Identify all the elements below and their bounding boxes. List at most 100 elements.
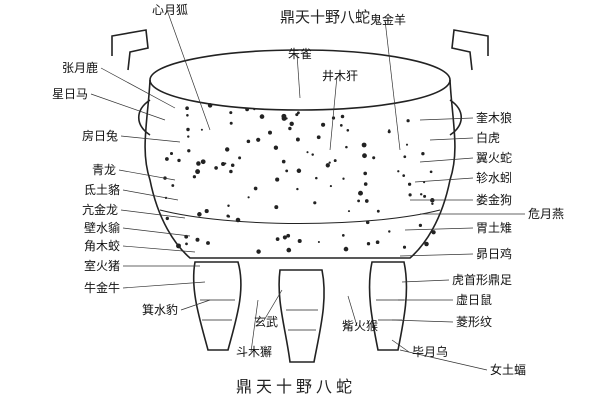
star-dot xyxy=(225,147,230,152)
star-dot xyxy=(282,235,287,240)
left-label-6: 壁水貐 xyxy=(84,220,120,235)
star-dot xyxy=(311,153,314,156)
right-label-2-leader xyxy=(419,157,474,163)
left-label-4-leader xyxy=(122,189,179,201)
left-label-1: 星日马 xyxy=(52,87,88,101)
center-label-1-leader xyxy=(329,75,338,151)
star-dot xyxy=(341,234,345,237)
star-dot xyxy=(238,156,242,160)
center-label-1: 井木犴 xyxy=(322,69,358,83)
right-handle xyxy=(451,29,489,71)
star-dot xyxy=(274,205,279,210)
bottom-label-3: 觜火猴 xyxy=(342,319,378,333)
star-dot xyxy=(289,121,294,126)
star-dot xyxy=(288,126,292,131)
star-dot xyxy=(347,210,351,213)
bottom-label-5: 女土蝠 xyxy=(490,362,526,377)
star-dot xyxy=(431,202,434,206)
left-label-5-leader xyxy=(120,209,186,219)
star-dot xyxy=(200,128,203,131)
star-dot xyxy=(331,116,336,120)
star-dot xyxy=(313,201,317,205)
star-dot xyxy=(363,171,368,176)
star-dot xyxy=(339,124,343,127)
star-dot xyxy=(296,168,302,174)
star-dot xyxy=(186,127,190,132)
star-dot xyxy=(431,230,436,235)
bottom-label-1: 玄武 xyxy=(254,314,278,329)
star-dots xyxy=(163,103,436,254)
star-dot xyxy=(421,152,425,156)
star-dot xyxy=(325,163,330,168)
right-label-9: 虚日鼠 xyxy=(456,293,492,307)
star-dot xyxy=(247,196,250,199)
star-dot xyxy=(375,240,380,245)
bottom-label-5-leader xyxy=(399,349,488,371)
right-label-4: 娄金狗 xyxy=(476,192,512,207)
bottom-label-2: 斗木獬 xyxy=(236,344,272,359)
star-dot xyxy=(176,243,181,249)
star-dot xyxy=(259,114,265,119)
star-dot xyxy=(407,182,412,186)
right-label-7: 昴日鸡 xyxy=(476,246,512,261)
title-glyph: 十 xyxy=(276,377,292,396)
bottom-label-4: 毕月乌 xyxy=(412,344,448,359)
left-label-7-leader xyxy=(122,245,196,253)
star-dot xyxy=(361,142,367,148)
star-dot xyxy=(343,246,349,252)
star-dot xyxy=(171,184,175,187)
right-label-1: 白虎 xyxy=(476,130,500,145)
star-dot xyxy=(275,177,280,182)
bottom-title: 鼎天十野八蛇 xyxy=(236,377,352,396)
right-label-0-leader xyxy=(419,117,474,121)
leader-lines xyxy=(90,9,525,371)
bottom-label-1-leader xyxy=(262,289,283,323)
title-glyph: 野 xyxy=(296,377,312,396)
bottom-label-2-leader xyxy=(250,299,259,353)
bottom-label-0: 箕水豹 xyxy=(142,302,178,317)
star-dot xyxy=(362,153,367,159)
star-dot xyxy=(357,199,360,203)
star-dot xyxy=(297,238,302,244)
star-dot xyxy=(246,139,251,144)
left-label-4: 氐土貉 xyxy=(84,182,120,197)
bottom-label-0-leader xyxy=(180,299,211,311)
star-dot xyxy=(256,249,261,254)
star-dot xyxy=(165,157,169,161)
leg-diamond-pattern xyxy=(200,299,404,331)
star-dot xyxy=(186,114,189,117)
star-dot xyxy=(187,135,190,138)
star-dot xyxy=(342,177,345,180)
star-dot xyxy=(397,170,400,173)
star-dot xyxy=(187,149,191,153)
star-dot xyxy=(296,187,299,191)
right-label-1-leader xyxy=(429,137,474,141)
star-dot xyxy=(363,182,368,186)
center-label-0-leader xyxy=(296,53,301,99)
title-glyph: 蛇 xyxy=(336,377,352,396)
star-dot xyxy=(286,233,291,238)
star-dot xyxy=(286,247,292,253)
right-label-6: 胃土雉 xyxy=(476,221,512,235)
star-dot xyxy=(406,119,410,123)
star-dot xyxy=(227,204,230,208)
star-dot xyxy=(195,237,200,242)
star-dot xyxy=(200,159,206,165)
star-dot xyxy=(229,169,233,174)
star-dot xyxy=(316,135,321,140)
left-label-9-leader xyxy=(122,281,206,289)
star-dot xyxy=(285,169,289,173)
star-dot xyxy=(346,129,350,132)
star-dot xyxy=(387,130,391,134)
star-dot xyxy=(204,209,209,214)
body-band xyxy=(159,209,441,224)
star-dot xyxy=(295,113,299,117)
star-dot xyxy=(229,121,233,125)
star-dot xyxy=(365,220,370,225)
star-dot xyxy=(364,199,369,203)
star-dot xyxy=(281,113,287,119)
right-label-7-leader xyxy=(399,253,474,257)
title-glyph: 八 xyxy=(316,377,332,396)
